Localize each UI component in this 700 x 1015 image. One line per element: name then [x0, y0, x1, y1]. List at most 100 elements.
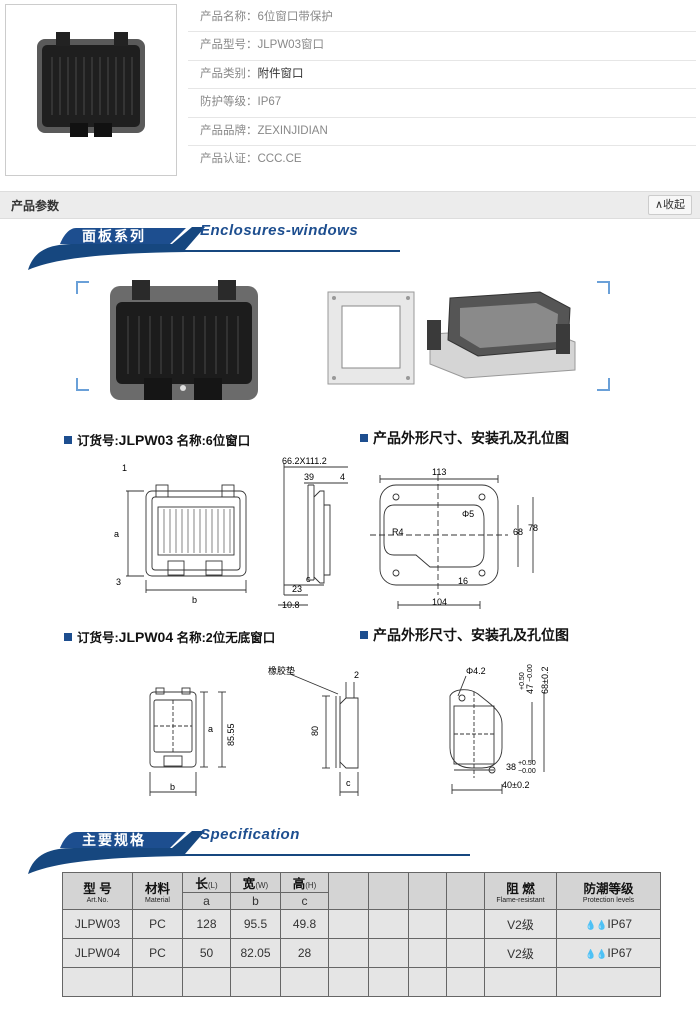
col-height-header: 高(H): [280, 872, 329, 893]
cell-flame: V2级: [484, 909, 557, 939]
dim-113: 113: [432, 467, 446, 477]
col-empty: [408, 872, 447, 910]
col-empty: [446, 872, 485, 910]
product-certification-label: 产品认证：: [200, 152, 258, 165]
dim-39: 39: [304, 472, 314, 482]
cell-model: JLPW04: [62, 938, 133, 968]
dim-phi5: Φ5: [462, 509, 474, 519]
dim-66-2x111-2: 66.2X111.2: [282, 456, 327, 466]
gasket-label: 橡胶垫: [268, 665, 295, 676]
product-photo: [37, 32, 145, 137]
cell-width: 95.5: [230, 909, 281, 939]
cell-empty: [328, 938, 369, 968]
dim-b: b: [192, 595, 197, 605]
order-label: 订货号:: [77, 631, 119, 645]
col-empty: [368, 872, 409, 910]
specification-banner: 主要规格 Specification: [0, 826, 700, 874]
drawing-title: 产品外形尺寸、安装孔及孔位图: [373, 627, 569, 643]
product-category-link[interactable]: 附件窗口: [257, 67, 304, 80]
cell-length: 128: [182, 909, 231, 939]
water-drops-icon: 💧💧: [584, 949, 608, 959]
banner-title-en: Specification: [200, 826, 300, 843]
cell-empty: [328, 909, 369, 939]
product-name-row: 产品名称：6位窗口带保护: [188, 4, 696, 33]
product-brand-value: ZEXINJIDIAN: [257, 124, 328, 137]
product-name: 2位无底窗口: [205, 631, 276, 645]
product-model-row: 产品型号：JLPW03窗口: [188, 32, 696, 61]
enclosures-banner: 面板系列 Enclosures-windows: [0, 222, 700, 270]
dim-r4: R4: [392, 527, 404, 537]
col-a-letter: a: [182, 892, 231, 910]
collapse-label: 收起: [663, 199, 685, 211]
dim-c: c: [306, 574, 311, 584]
dim-38-tol-dn: −0.00: [518, 768, 536, 775]
product-certification-row: 产品认证：CCC.CE: [188, 146, 696, 173]
protection-level-row: 防护等级：IP67: [188, 89, 696, 118]
name-label: 名称:: [173, 434, 206, 448]
banner-title-en: Enclosures-windows: [200, 222, 359, 239]
dim-47-tol-up: +0.50: [519, 672, 526, 690]
cell-empty: [368, 909, 409, 939]
product-name: 6位窗口: [205, 434, 251, 448]
dim-2: 2: [354, 670, 359, 680]
banner-title-cn: 主要规格: [82, 832, 146, 848]
jlpw03-dimension-drawings: 1 a 3 b 66.2X111.2 39 4 c 23 10.8 113 Φ5…: [114, 456, 538, 610]
cell-empty: [368, 938, 409, 968]
col-width-header: 宽(W): [230, 872, 281, 893]
dim-a: a: [114, 529, 119, 539]
cell-empty: [408, 938, 447, 968]
dim-68: 68: [513, 527, 523, 537]
bullet-square-icon: [360, 631, 368, 639]
cell-empty: [408, 909, 447, 939]
jlpw03-order-heading: 订货号:JLPW03 名称:6位窗口: [64, 430, 250, 449]
bullet-square-icon: [64, 633, 72, 641]
protection-level-label: 防护等级：: [200, 96, 258, 109]
cell-empty: [446, 938, 485, 968]
banner-swoosh: [28, 227, 400, 270]
dim-a: a: [208, 724, 213, 734]
col-b-letter: b: [230, 892, 281, 910]
dim-1: 1: [122, 463, 127, 473]
product-photos: [76, 280, 610, 400]
dim-23: 23: [292, 584, 302, 594]
cell-height: 28: [280, 938, 329, 968]
banner-swoosh: [28, 831, 470, 874]
product-brand-label: 产品品牌：: [200, 124, 258, 137]
jlpw04-drawing-heading: 产品外形尺寸、安装孔及孔位图: [360, 625, 569, 645]
dim-85-55: 85.55: [226, 723, 236, 746]
dim-b: b: [170, 782, 175, 792]
col-empty: [328, 872, 369, 910]
product-thumbnail[interactable]: [5, 4, 177, 176]
dim-phi4-2: Φ4.2: [466, 666, 486, 676]
product-params-title: 产品参数: [11, 199, 60, 213]
cell-material: PC: [132, 938, 183, 968]
banner-title-cn: 面板系列: [82, 228, 146, 244]
product-name-value: 6位窗口带保护: [257, 11, 333, 23]
dim-47: 47: [525, 684, 535, 694]
product-name-label: 产品名称：: [200, 11, 258, 23]
jlpw03-drawing-heading: 产品外形尺寸、安装孔及孔位图: [360, 428, 569, 448]
cell-model: JLPW03: [62, 909, 133, 939]
dim-104: 104: [432, 597, 447, 607]
dim-80: 80: [310, 726, 320, 736]
table-row-empty: [62, 967, 661, 997]
water-drops-icon: 💧💧: [584, 920, 608, 930]
cell-empty: [446, 909, 485, 939]
product-model-label: 产品型号：: [200, 39, 258, 52]
collapse-button[interactable]: ∧收起: [647, 195, 692, 215]
cell-height: 49.8: [280, 909, 329, 939]
dim-c: c: [346, 778, 351, 788]
cell-length: 50: [182, 938, 231, 968]
cell-flame: V2级: [484, 938, 557, 968]
dim-4: 4: [340, 472, 345, 482]
jlpw04-order-heading: 订货号:JLPW04 名称:2位无底窗口: [64, 627, 275, 646]
bullet-square-icon: [360, 434, 368, 442]
drawing-title: 产品外形尺寸、安装孔及孔位图: [373, 430, 569, 446]
dim-3: 3: [116, 577, 121, 587]
